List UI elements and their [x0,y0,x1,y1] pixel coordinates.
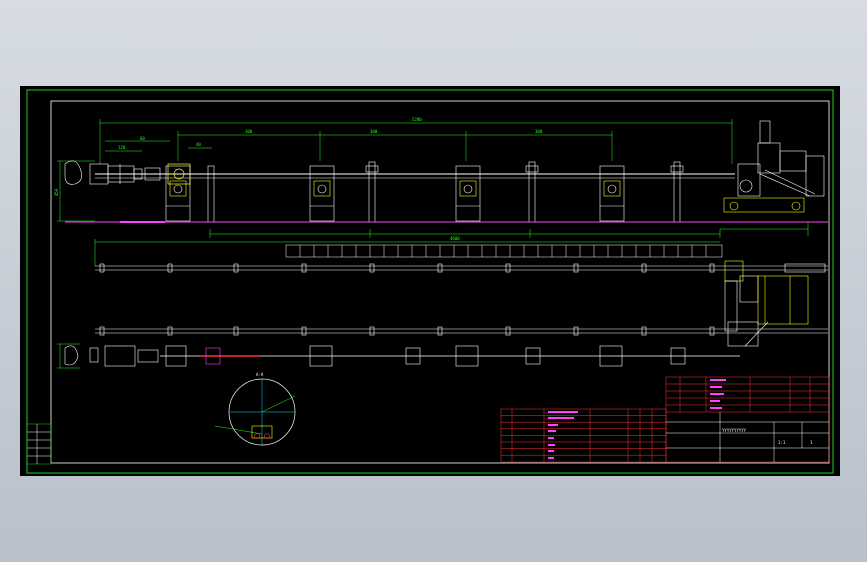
lower-rail [95,326,828,336]
dim-left-height: 450 [54,188,59,196]
elevation-view: 5200 300 300 300 120 60 40 450 [54,117,828,238]
transfer-unit [724,260,826,347]
parts-list [500,408,667,463]
dim-overall-bottom: 4600 [450,236,460,241]
top-dimension-line [99,119,733,164]
right-dim [720,222,809,236]
grate-rack [285,244,723,258]
upper-rail [95,263,828,273]
dim-seg-1: 300 [245,129,253,134]
lower-dimension-line [209,229,721,238]
left-height-dim [57,160,95,222]
revision-box [26,423,52,465]
dim-seg-3: 300 [535,129,543,134]
section-label: A-A [256,372,264,377]
roller-stand-1 [165,165,191,222]
dim-small-3: 40 [196,142,201,147]
support-posts [207,161,684,223]
roller-stand-3 [455,165,481,222]
parts-list-marks [548,411,578,459]
dim-overall-top: 5200 [412,117,422,122]
roller-stand-2 [309,165,335,222]
conveyor-overall-dim [94,239,720,266]
section-view: A-A [214,372,296,446]
dim-small-1: 120 [118,145,126,150]
lower-bearings [165,345,686,367]
sheet-border-outer [26,89,834,474]
cad-viewport[interactable]: 5200 300 300 300 120 60 40 450 [20,86,840,476]
dim-small-2: 60 [140,136,145,141]
right-machine [723,120,825,213]
drawing-number: YYYYYYYYYY [722,428,747,433]
cad-drawing: 5200 300 300 300 120 60 40 450 [26,89,834,474]
drawing-frame [50,100,830,464]
drawing-scale: 1:1 [778,440,786,445]
roller-stand-4 [599,165,625,222]
sheet-number: 1 [810,440,813,445]
left-drive-unit [64,160,161,185]
dim-seg-2: 300 [370,129,378,134]
title-block-marks [710,379,726,409]
lower-shaft-view [57,343,740,369]
title-block [665,376,830,463]
plan-view-conveyor: 4600 [94,236,828,347]
